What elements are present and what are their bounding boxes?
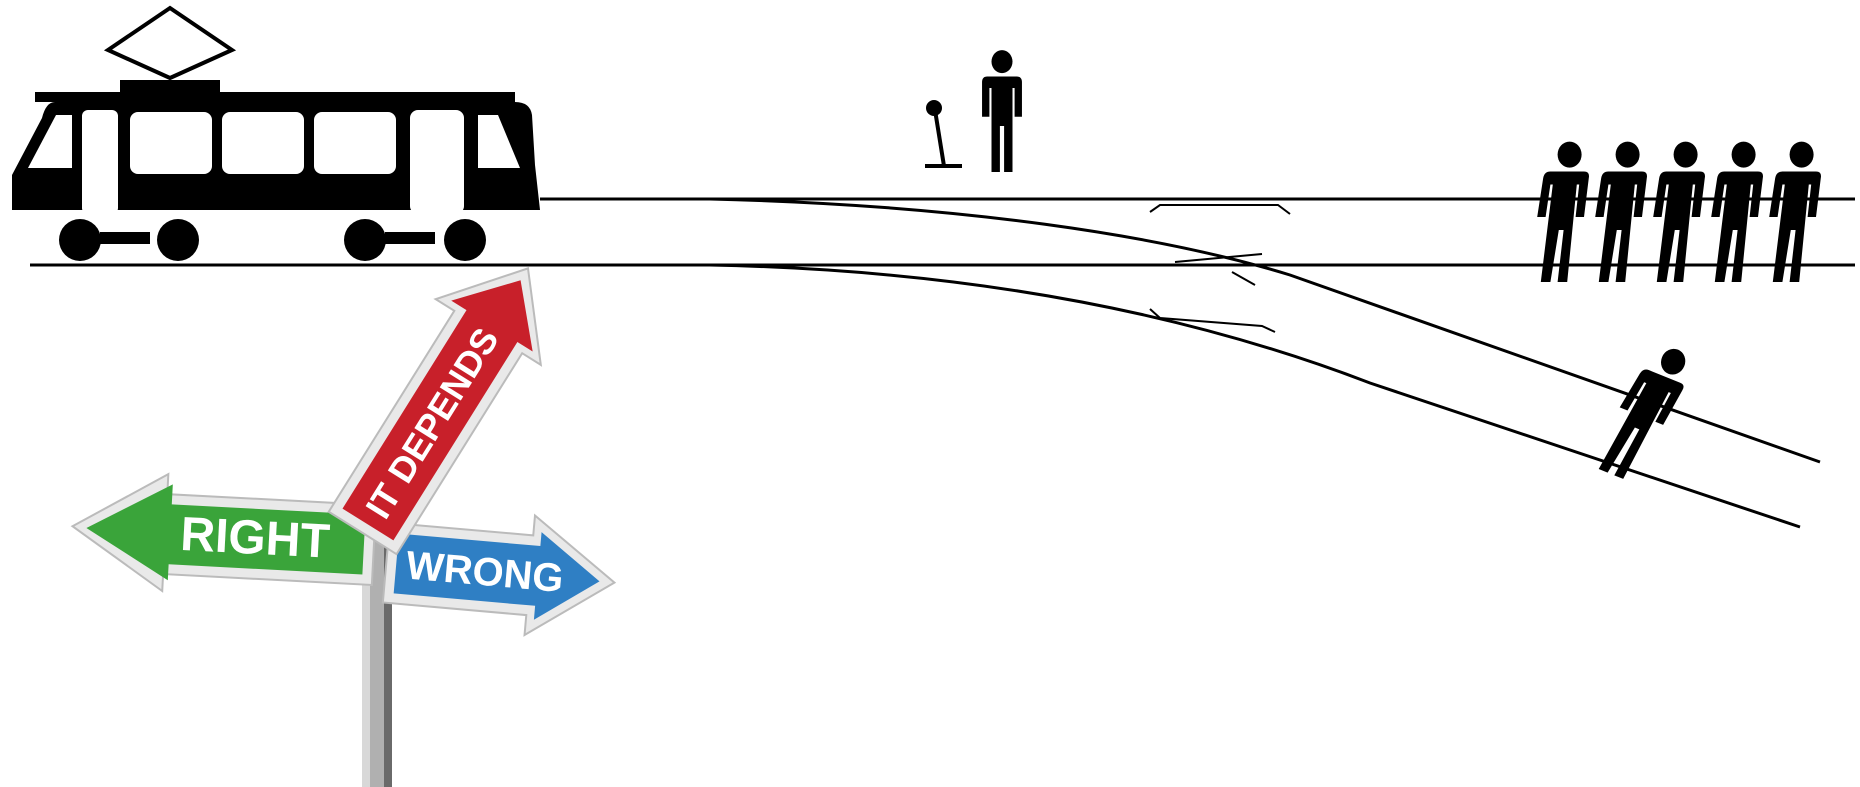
sign-right-label: RIGHT	[179, 508, 331, 569]
person-icon-main-4	[1711, 142, 1763, 282]
lever-icon	[925, 100, 962, 166]
signpost: WRONG RIGHT IT DEPENDS	[69, 236, 619, 787]
sign-wrong: WRONG	[381, 503, 620, 643]
person-icon-main-3	[1653, 142, 1705, 282]
pantograph	[108, 8, 232, 78]
side-track-upper-rail	[710, 199, 1820, 462]
track-system	[30, 199, 1855, 527]
group-on-main-track	[1537, 142, 1821, 282]
sign-right: RIGHT	[69, 469, 377, 602]
sign-it-depends: IT DEPENDS	[310, 236, 580, 566]
person-icon-bystander	[982, 50, 1022, 172]
person-icon-main-5	[1769, 142, 1821, 282]
person-icon-main-2	[1595, 142, 1647, 282]
person-icon-main-1	[1537, 142, 1589, 282]
tram-icon	[12, 8, 540, 261]
